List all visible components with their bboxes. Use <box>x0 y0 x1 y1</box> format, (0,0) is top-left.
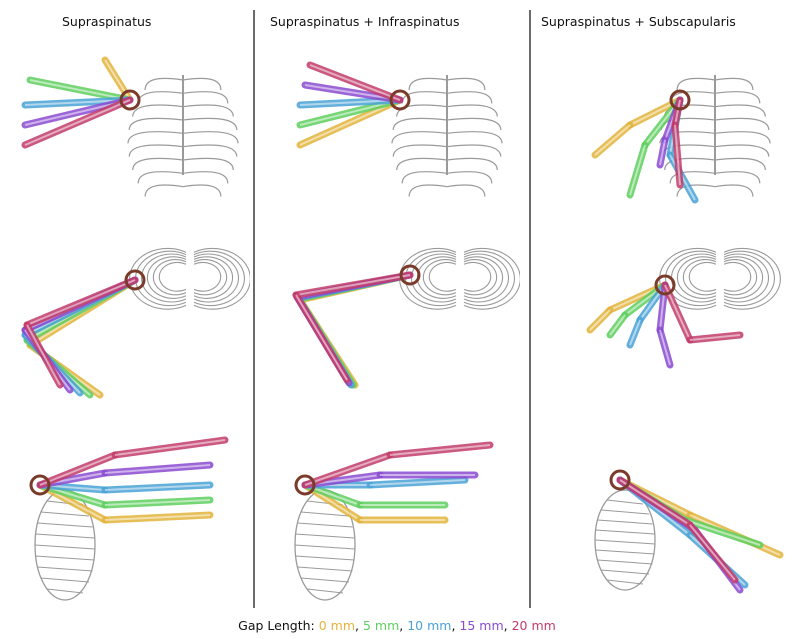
panel-supraspinatus-side <box>5 425 250 605</box>
legend-entry: 15 mm <box>459 618 503 633</box>
panel-infraspinatus-side <box>270 425 520 605</box>
panel-subscapularis-front <box>570 45 785 215</box>
panel-subscapularis-side <box>570 425 785 605</box>
column-title-supraspinatus-subscapularis: Supraspinatus + Subscapularis <box>541 14 736 29</box>
ribcage-illustration <box>130 248 250 309</box>
legend-entry: 0 mm <box>319 618 355 633</box>
panel-subscapularis-top <box>570 235 785 405</box>
panel-supraspinatus-top <box>15 235 250 405</box>
legend-entry: 20 mm <box>512 618 556 633</box>
column-divider-left <box>253 10 255 608</box>
column-title-supraspinatus: Supraspinatus <box>62 14 151 29</box>
legend-entry: 5 mm <box>363 618 399 633</box>
column-title-supraspinatus-infraspinatus: Supraspinatus + Infraspinatus <box>270 14 460 29</box>
panel-supraspinatus-front <box>15 45 250 215</box>
ribcage-illustration <box>295 490 355 600</box>
legend: Gap Length: 0 mm, 5 mm, 10 mm, 15 mm, 20… <box>0 618 794 633</box>
legend-entries: 0 mm, 5 mm, 10 mm, 15 mm, 20 mm <box>319 618 556 633</box>
ribcage-illustration <box>660 248 781 309</box>
ribcage-illustration <box>595 490 655 590</box>
legend-entry: 10 mm <box>407 618 451 633</box>
column-divider-right <box>529 10 531 608</box>
ribcage-illustration <box>392 75 502 197</box>
legend-separator: , <box>355 618 363 633</box>
ribcage-illustration <box>128 75 238 197</box>
panel-infraspinatus-top <box>275 235 520 405</box>
legend-separator: , <box>504 618 512 633</box>
legend-label: Gap Length: <box>238 618 315 633</box>
panel-infraspinatus-front <box>275 45 520 215</box>
